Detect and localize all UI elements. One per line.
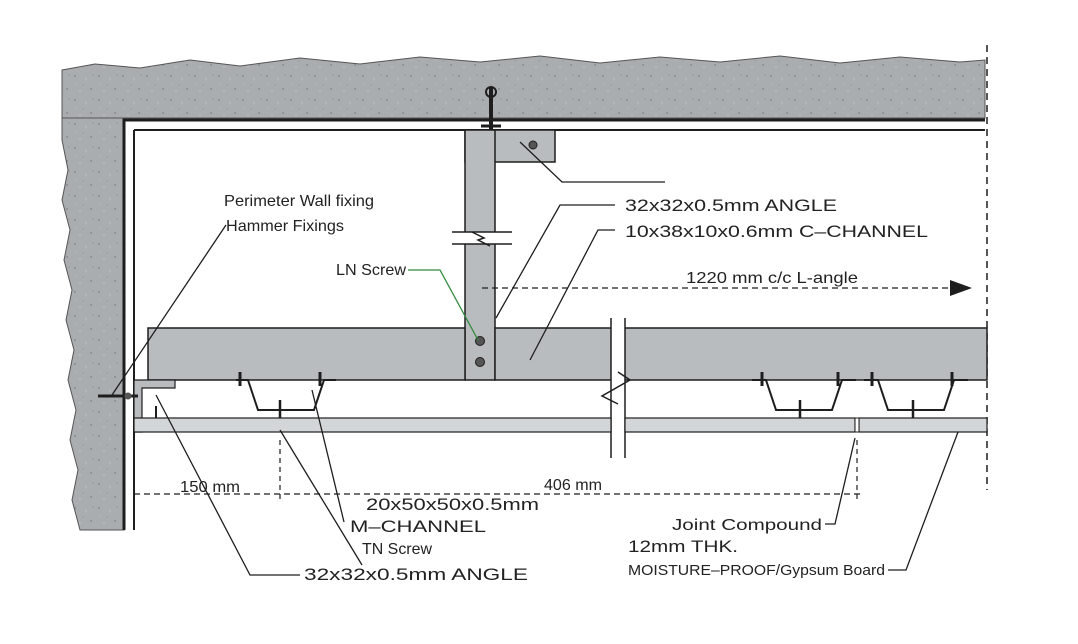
gypsum-board-right (858, 417, 988, 433)
hanger-anchor-bolt (481, 86, 501, 135)
c-channel-runner-left (147, 327, 466, 381)
m-channel-profile (864, 372, 968, 432)
label-perimeter-wall-fixing: Perimeter Wall fixing (224, 193, 374, 210)
break-zigzag-icon (600, 371, 632, 405)
label-dim-406: 406 mm (544, 477, 602, 494)
break-zigzag-icon (471, 231, 491, 247)
label-dim-150: 150 mm (180, 479, 240, 496)
vertical-hanger (464, 129, 496, 381)
label-l-angle-spacing: 1220 mm c/c L-angle (686, 270, 858, 287)
label-ln-screw: LN Screw (336, 262, 406, 279)
label-m-channel: M–CHANNEL (350, 517, 486, 536)
concrete-slab (61, 55, 986, 119)
gypsum-board-left (133, 417, 612, 433)
gypsum-board-right (624, 417, 856, 433)
concrete-wall (61, 117, 125, 531)
label-board-thickness: 12mm THK. (628, 537, 738, 556)
label-board-type: MOISTURE–PROOF/Gypsum Board (628, 562, 885, 579)
label-angle-bottom: 32x32x0.5mm ANGLE (304, 565, 528, 584)
leader-lines (111, 141, 959, 576)
label-hammer-fixings: Hammer Fixings (226, 218, 344, 235)
label-c-channel: 10x38x10x0.6mm C–CHANNEL (625, 222, 928, 241)
c-channel-runner-right (494, 327, 988, 381)
slab-underside-line (122, 118, 985, 530)
ln-screw-leader (408, 269, 479, 341)
label-joint-compound: Joint Compound (672, 517, 822, 534)
ln-screw-icon (475, 357, 485, 367)
bracket-screw-icon (528, 140, 538, 150)
label-angle-top: 32x32x0.5mm ANGLE (625, 196, 837, 215)
hammer-fixing-icon (124, 392, 132, 400)
arrow-right-icon (950, 280, 972, 296)
joint-compound (854, 417, 860, 433)
runner-break-gap (611, 318, 625, 458)
label-m-channel-size: 20x50x50x0.5mm (366, 495, 539, 514)
label-tn-screw: TN Screw (362, 541, 432, 558)
